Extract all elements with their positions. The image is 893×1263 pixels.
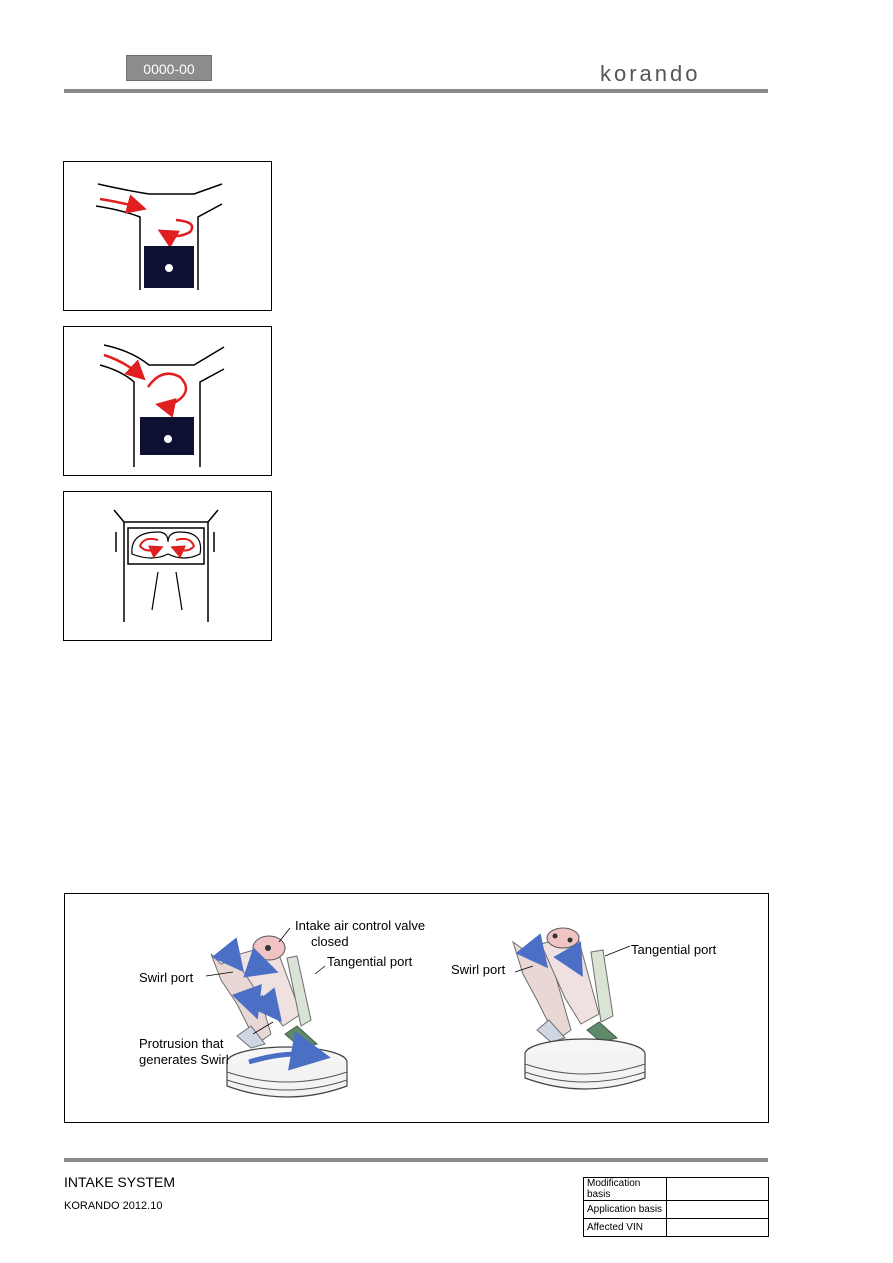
swirl-port-label-left: Swirl port [139,970,194,985]
tangential-port-label-left: Tangential port [327,954,413,969]
footer-section-title: INTAKE SYSTEM [64,1174,175,1190]
table-cell-value [666,1200,769,1219]
table-row: Affected VIN [583,1218,769,1237]
table-row: Modification basis [583,1177,769,1201]
swirl-port-label-right: Swirl port [451,962,506,977]
section-code-badge: 0000-00 [126,55,212,81]
valve-closed-label: Intake air control valve [295,918,426,933]
swirl-diagram-1 [63,161,272,311]
table-cell-label: Application basis [583,1200,667,1219]
swirl-diagram-2 [63,326,272,476]
cylinder-flow-icon [95,183,223,290]
intake-port-icon [205,927,646,1098]
combustion-chamber-icon [113,509,219,622]
svg-text:korando: korando [600,62,701,86]
revision-info-table: Modification basis Application basis Aff… [583,1177,769,1237]
cylinder-flow-icon [99,344,225,467]
table-cell-label: Affected VIN [583,1218,667,1237]
valve-closed-label-line2: closed [311,934,349,949]
protrusion-label: Protrusion that [139,1036,224,1051]
left-port-assembly [205,927,348,1098]
right-port-assembly [512,927,646,1090]
table-row: Application basis [583,1200,769,1219]
header-rule [64,89,768,93]
korando-logo: korando [600,62,701,86]
valve-open-icon [546,927,580,949]
combustion-chamber-diagram [63,491,272,641]
table-cell-value [666,1218,769,1237]
intake-port-illustration: Intake air control valve closed Tangenti… [64,893,769,1123]
protrusion-label-line2: generates Swirl [139,1052,229,1067]
table-cell-value [666,1177,769,1201]
tangential-port-label-right: Tangential port [631,942,717,957]
footer-rule [64,1158,768,1162]
table-cell-label: Modification basis [583,1177,667,1201]
footer-model: KORANDO 2012.10 [64,1200,163,1212]
